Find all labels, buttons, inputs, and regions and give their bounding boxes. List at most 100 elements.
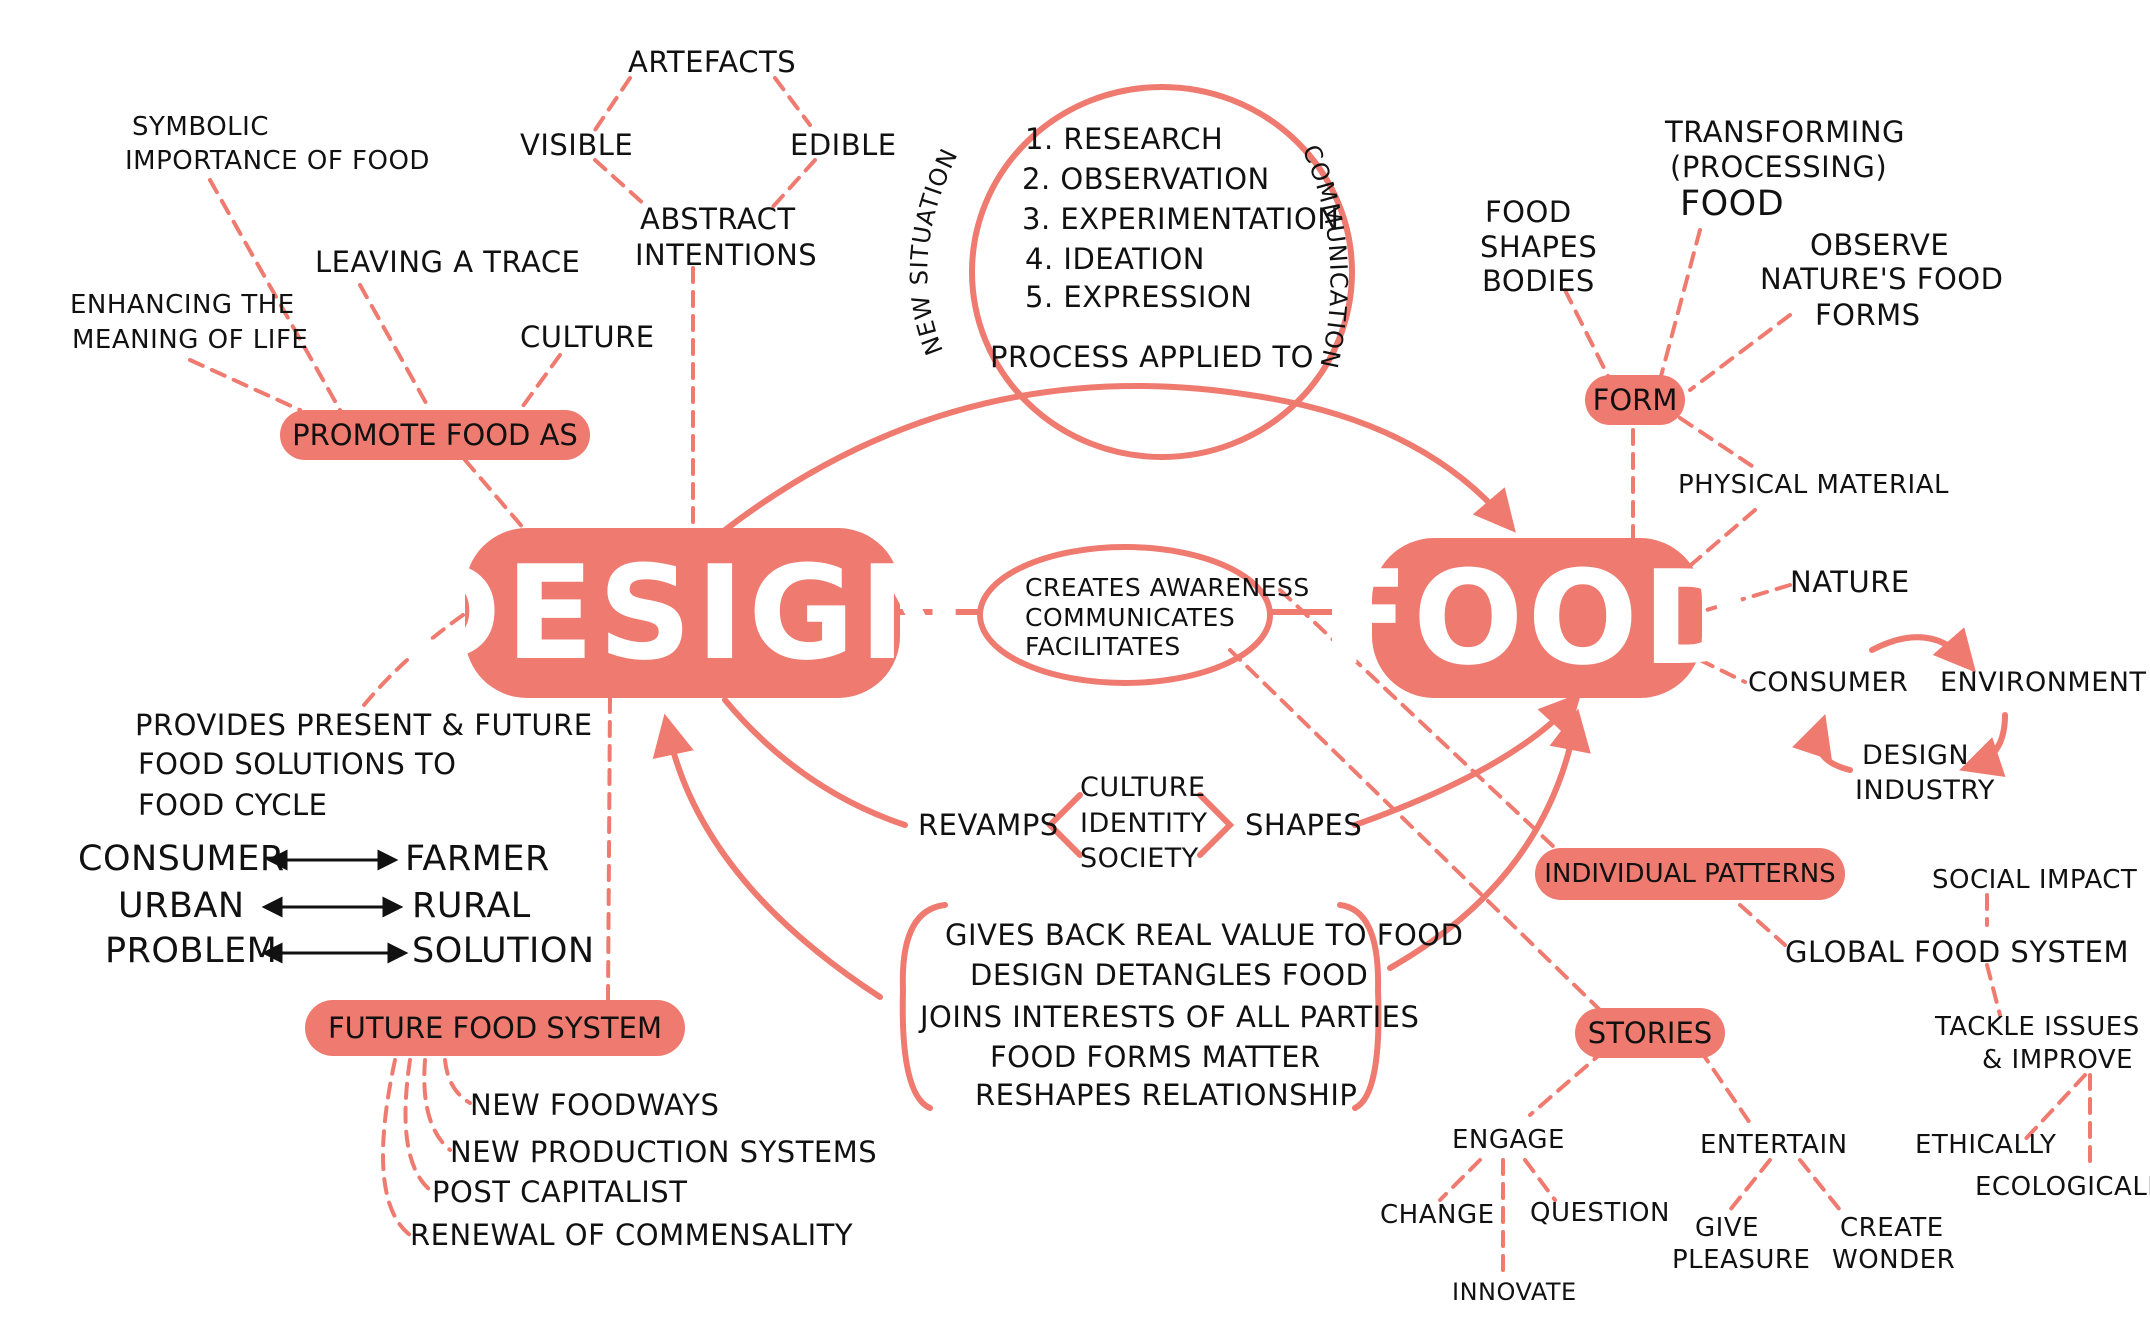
value-item-3: JOINS INTERESTS OF ALL PARTIES: [920, 1000, 1420, 1034]
food-consumer: [1698, 658, 1747, 684]
provides-line2: FOOD SOLUTIONS TO: [138, 747, 457, 781]
revamps-label: REVAMPS: [918, 808, 1059, 842]
right-bracket: [1337, 902, 1382, 1111]
provides-line1: PROVIDES PRESENT & FUTURE: [135, 708, 593, 742]
design-industry-line2: INDUSTRY: [1855, 775, 1995, 806]
form-pill: FORM: [1585, 375, 1685, 425]
process-applied-label: PROCESS APPLIED TO: [990, 340, 1315, 374]
transforming-line1: TRANSFORMING: [1665, 115, 1906, 149]
entertain-pleasure: [1728, 1158, 1772, 1212]
design-provides: [358, 613, 465, 712]
stories-engage: [1528, 1048, 1607, 1117]
entertain-label: ENTERTAIN: [1700, 1130, 1848, 1160]
tackle-line2: & IMPROVE: [1982, 1045, 2134, 1075]
future-item-2: [422, 1058, 452, 1152]
process-step-4: 4. IDEATION: [1025, 242, 1205, 276]
center-item-1: CREATES AWARENESS: [1025, 573, 1310, 602]
tackle-line1: TACKLE ISSUES: [1935, 1012, 2140, 1042]
symbolic-line1: SYMBOLIC: [132, 112, 269, 142]
visible-label: VISIBLE: [520, 128, 634, 162]
edible-label: EDIBLE: [790, 128, 897, 162]
symbolic-promote: [208, 178, 342, 412]
shapes-bodies-line2: SHAPES: [1480, 230, 1598, 264]
values-to-food-arrow: [1387, 708, 1591, 971]
provides-line3: FOOD CYCLE: [138, 788, 328, 822]
transforming-line2: (PROCESSING): [1670, 150, 1888, 184]
transforming-form: [1658, 228, 1702, 382]
design-future: [606, 696, 612, 1002]
revamps-item-identity: IDENTITY: [1080, 808, 1208, 839]
future-item-commensality: RENEWAL OF COMMENSALITY: [410, 1218, 854, 1252]
process-step-5: 5. EXPRESSION: [1025, 280, 1253, 314]
communication-label: COMMUNICATION: [1297, 141, 1353, 372]
artefacts-edible: [773, 76, 812, 127]
design-hub: DESIGN: [393, 528, 968, 698]
cycle-arrow-top: [1869, 627, 1977, 673]
symbolic-line2: IMPORTANCE OF FOOD: [125, 146, 430, 176]
future-food-system-pill: FUTURE FOOD SYSTEM: [305, 1000, 685, 1056]
design-industry-line1: DESIGN: [1862, 740, 1970, 771]
promote-pill: PROMOTE FOOD AS: [280, 410, 590, 460]
culture-label: CULTURE: [520, 320, 655, 354]
observe-line3: FORMS: [1815, 298, 1921, 332]
value-item-1: GIVES BACK REAL VALUE TO FOOD: [945, 918, 1464, 952]
future-item-3: [403, 1058, 432, 1192]
patterns-global: [1738, 903, 1787, 947]
transforming-line3: FOOD: [1680, 184, 1785, 224]
social-impact-label: SOCIAL IMPACT: [1932, 865, 2138, 895]
dashed-connectors: [188, 76, 2092, 1282]
physical-material-label: PHYSICAL MATERIAL: [1678, 470, 1949, 500]
edible-abstract: [768, 158, 817, 212]
left-bracket: [899, 902, 948, 1111]
artefacts-label: ARTEFACTS: [628, 45, 797, 79]
nature-label: NATURE: [1790, 565, 1910, 599]
center-item-2: COMMUNICATES: [1025, 603, 1236, 632]
food-hub: FOOD: [1320, 538, 1750, 698]
promote-design: [463, 458, 527, 532]
value-item-5: RESHAPES RELATIONSHIP: [975, 1078, 1358, 1112]
artefacts-visible: [593, 76, 632, 132]
cycle-arrow-left: [1792, 714, 1853, 773]
global-food-system-label: GLOBAL FOOD SYSTEM: [1785, 935, 2130, 969]
revamps-bracket-right: [1197, 792, 1235, 858]
future-item-1: [443, 1058, 472, 1105]
revamps-item-culture: CULTURE: [1080, 772, 1206, 803]
observe-form: [1688, 313, 1792, 392]
values-to-design-arrow: [652, 713, 883, 1000]
pair-arrows: [261, 849, 409, 964]
trace-promote: [358, 283, 432, 412]
abstract-label-line1: ABSTRACT: [640, 202, 796, 236]
revamps-bracket-left: [1045, 792, 1083, 858]
future-item-new-production: NEW PRODUCTION SYSTEMS: [450, 1135, 878, 1169]
enhancing-promote: [188, 358, 302, 412]
trace-label: LEAVING A TRACE: [315, 245, 581, 279]
stories-pill: STORIES: [1575, 1008, 1725, 1058]
center-to-stories: [1228, 648, 1602, 1012]
engage-change: [1438, 1158, 1482, 1202]
consumer-label: CONSUMER: [1748, 667, 1909, 698]
pair-right-farmer: FARMER: [405, 839, 550, 879]
revamps-item-society: SOCIETY: [1080, 843, 1199, 874]
enhancing-line2: MEANING OF LIFE: [72, 325, 309, 355]
cycle-arrow-right: [1959, 712, 2008, 777]
value-item-2: DESIGN DETANGLES FOOD: [970, 958, 1369, 992]
shapes-bodies-line3: BODIES: [1482, 264, 1595, 298]
enhancing-line1: ENHANCING THE: [70, 290, 295, 320]
entertain-wonder: [1798, 1158, 1842, 1212]
process-circle: [969, 84, 1355, 460]
value-item-4: FOOD FORMS MATTER: [990, 1040, 1321, 1074]
center-item-3: FACILITATES: [1025, 632, 1181, 661]
give-pleasure-line2: PLEASURE: [1672, 1245, 1811, 1275]
create-wonder-line2: WONDER: [1832, 1245, 1956, 1275]
process-step-2: 2. OBSERVATION: [1022, 162, 1270, 196]
global-tackle: [1985, 963, 2002, 1017]
culture-promote: [518, 353, 562, 412]
pair-left-urban: URBAN: [118, 886, 245, 926]
innovate-label: INNOVATE: [1452, 1278, 1577, 1306]
design-to-revamps-curve: [722, 697, 908, 828]
shapes-to-food-arrow: [1352, 692, 1582, 828]
form-physical: [1678, 416, 1757, 470]
pair-right-solution: SOLUTION: [412, 931, 595, 971]
